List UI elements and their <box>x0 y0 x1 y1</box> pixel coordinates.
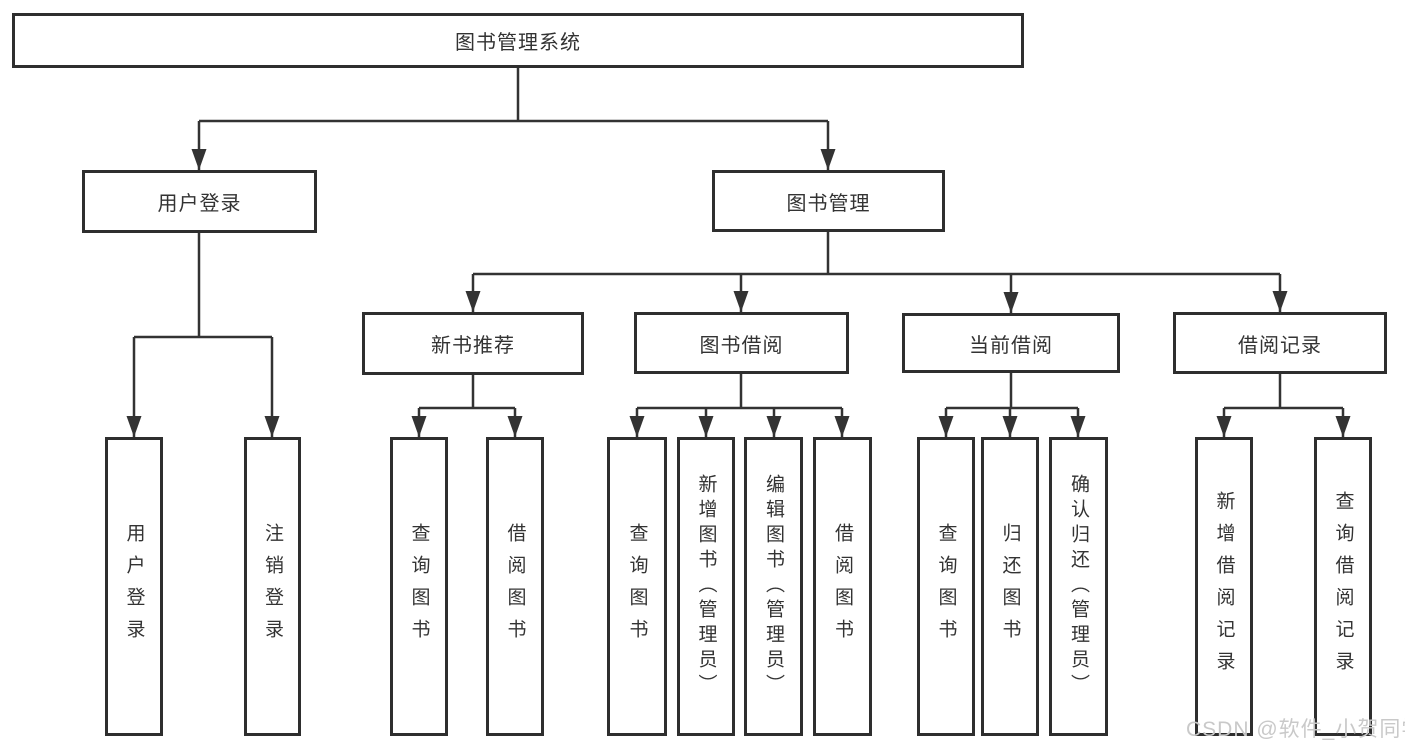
leaf-user-login: 用户登录 <box>105 437 163 736</box>
leaf-br-add-record: 新增借阅记录 <box>1195 437 1253 736</box>
leaf-cb-query-books-label: 查询图书 <box>935 522 957 651</box>
trunk-book-borrow <box>637 374 842 410</box>
leaf-logout-label: 注销登录 <box>262 522 283 651</box>
leaf-bb-borrow-books: 借阅图书 <box>813 437 872 736</box>
leaf-br-add-record-label: 新增借阅记录 <box>1213 490 1235 683</box>
leaf-bb-query-books-label: 查询图书 <box>626 522 648 651</box>
leaf-user-login-label: 用户登录 <box>123 522 145 651</box>
leaf-nb-borrow-books-label: 借阅图书 <box>504 522 526 651</box>
node-borrow-records-label: 借阅记录 <box>1238 334 1322 357</box>
leaf-cb-return-books-label: 归还图书 <box>999 522 1021 651</box>
node-current-borrow: 当前借阅 <box>902 313 1120 373</box>
node-root-label: 图书管理系统 <box>455 32 581 54</box>
leaf-nb-borrow-books: 借阅图书 <box>486 437 544 736</box>
trunk-user-login <box>134 233 272 339</box>
node-current-borrow-label: 当前借阅 <box>969 334 1053 357</box>
node-book-borrow-label: 图书借阅 <box>699 334 784 357</box>
leaf-bb-query-books: 查询图书 <box>607 437 667 736</box>
trunk-root <box>199 68 828 123</box>
trunk-borrow-records <box>1224 374 1343 410</box>
leaf-bb-edit-books-admin: 编辑图书（管理员） <box>744 437 803 736</box>
node-root: 图书管理系统 <box>12 13 1024 68</box>
node-book-borrow: 图书借阅 <box>634 312 849 374</box>
node-new-books: 新书推荐 <box>362 312 584 375</box>
leaf-br-query-record-label: 查询借阅记录 <box>1332 490 1354 683</box>
leaf-cb-query-books: 查询图书 <box>917 437 975 736</box>
leaf-bb-add-books-admin-label: 新增图书（管理员） <box>695 474 717 699</box>
node-user-login: 用户登录 <box>82 170 317 233</box>
leaf-cb-confirm-return-admin: 确认归还（管理员） <box>1049 437 1108 736</box>
leaf-br-query-record: 查询借阅记录 <box>1314 437 1372 736</box>
leaf-cb-return-books: 归还图书 <box>981 437 1039 736</box>
leaf-cb-confirm-return-admin-label: 确认归还（管理员） <box>1068 474 1089 699</box>
node-new-books-label: 新书推荐 <box>431 335 515 357</box>
leaf-nb-query-books: 查询图书 <box>390 437 448 736</box>
leaf-bb-edit-books-admin-label: 编辑图书（管理员） <box>763 474 784 699</box>
leaf-bb-borrow-books-label: 借阅图书 <box>832 522 853 651</box>
trunk-new-books <box>419 375 515 410</box>
leaf-bb-add-books-admin: 新增图书（管理员） <box>677 437 735 736</box>
node-book-mgmt: 图书管理 <box>712 170 945 232</box>
leaf-logout: 注销登录 <box>244 437 301 736</box>
node-borrow-records: 借阅记录 <box>1173 312 1387 374</box>
trunk-current-borrow <box>946 373 1078 410</box>
leaf-nb-query-books-label: 查询图书 <box>408 522 430 651</box>
node-book-mgmt-label: 图书管理 <box>786 192 871 215</box>
csdn-watermark: CSDN @软件_小贺同学 <box>1186 718 1405 741</box>
trunk-book-mgmt <box>473 232 1280 276</box>
node-user-login-label: 用户登录 <box>157 193 242 215</box>
